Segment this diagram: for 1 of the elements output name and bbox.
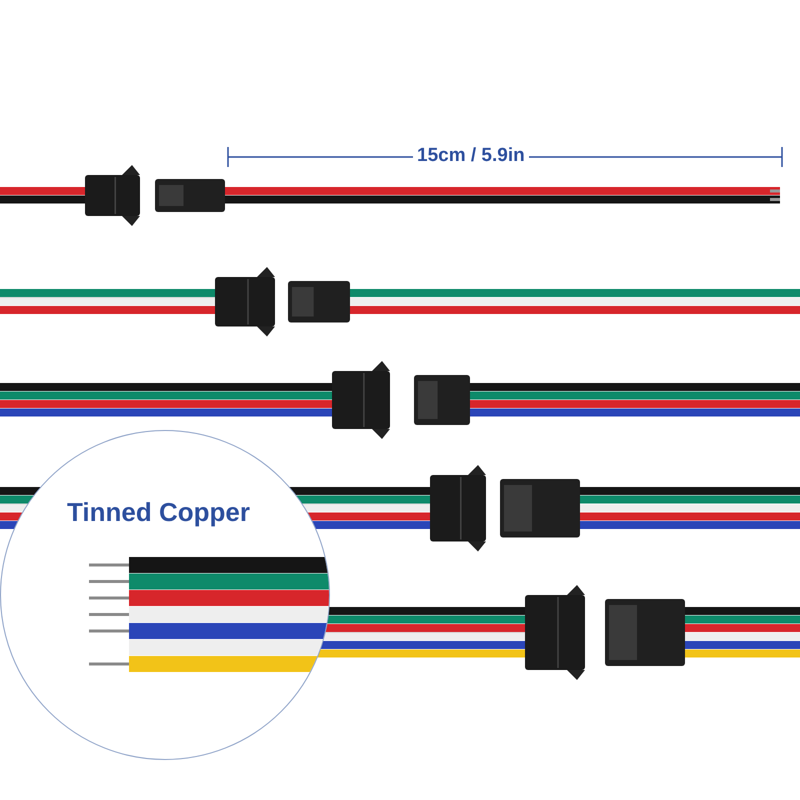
circle-title: Tinned Copper bbox=[67, 497, 250, 528]
